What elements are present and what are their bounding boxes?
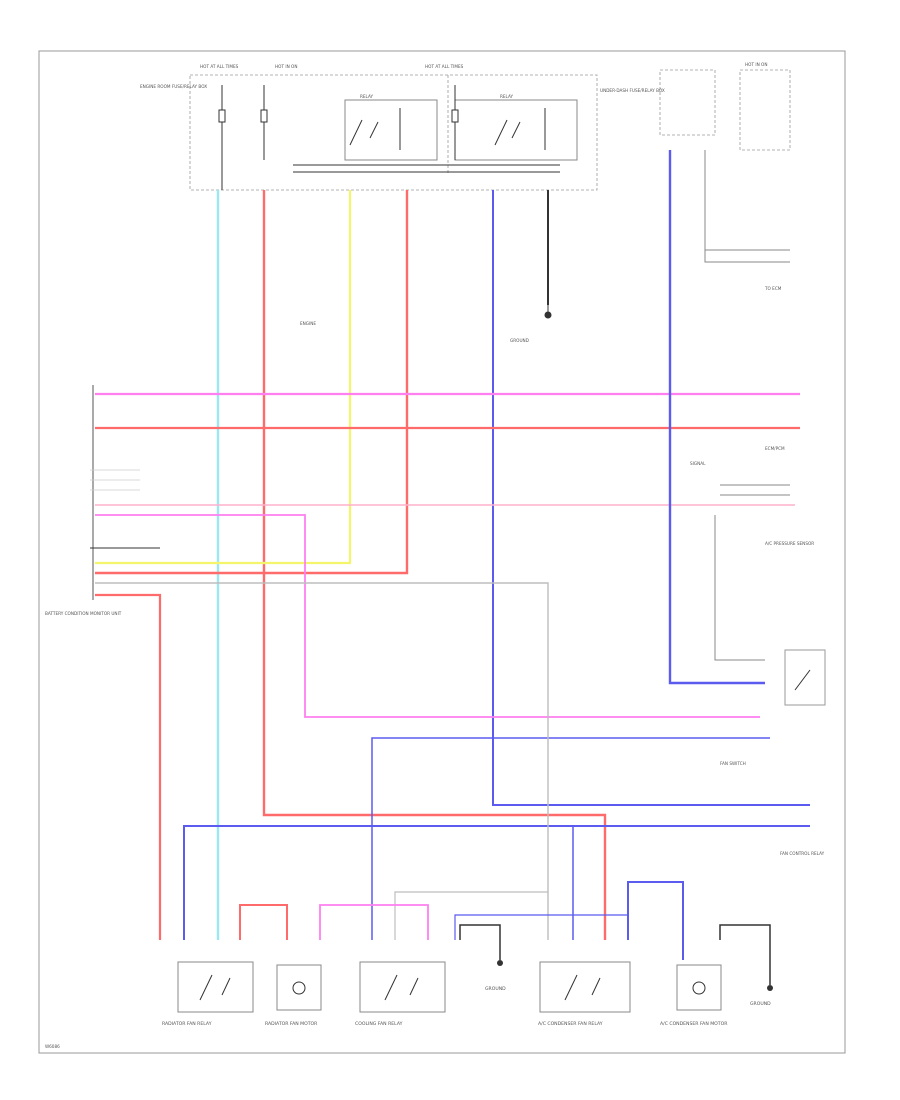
under-dash-label: UNDER-DASH FUSE/RELAY BOX	[600, 88, 665, 93]
relay-right-label: RELAY	[500, 94, 514, 99]
ac-condenser-fan-relay-label: A/C CONDENSER FAN RELAY	[538, 1021, 603, 1027]
fuse1-label: HOT AT ALL TIMES	[200, 64, 239, 69]
left-connector	[90, 385, 160, 600]
radiator-fan-motor	[276, 964, 322, 1011]
bottom-relay-contacts	[199, 974, 706, 1001]
radiator-fan-relay	[177, 961, 254, 1013]
left-connector-title: BATTERY CONDITION MONITOR UNIT	[45, 611, 122, 616]
fuse3-label: HOT AT ALL TIMES	[425, 64, 464, 69]
ac-condenser-fan-motor-label: A/C CONDENSER FAN MOTOR	[660, 1021, 728, 1027]
signal-label: SIGNAL	[690, 461, 706, 466]
relay-contacts-left	[349, 108, 401, 150]
ac-condenser-fan-relay	[539, 961, 631, 1013]
fuse-icons-top	[218, 85, 459, 190]
relay-box-left	[344, 99, 438, 161]
right-fuse-box	[739, 69, 791, 151]
right-fuse-label: HOT IN ON	[745, 62, 767, 67]
fan-ctrl-relay-label: FAN CONTROL RELAY	[780, 851, 825, 856]
ac-pressure-label: A/C PRESSURE SENSOR	[765, 541, 814, 546]
wire-light-pink	[95, 504, 795, 718]
wire-blue-right	[668, 150, 765, 685]
wire-red-bridge	[239, 904, 288, 940]
fuse2-label: HOT IN ON	[275, 64, 297, 69]
cooling-fan-relay-label: COOLING FAN RELAY	[355, 1021, 403, 1027]
wire-gray-right	[704, 150, 790, 661]
wire-blue-bridge	[454, 881, 684, 960]
ground-symbol-3	[767, 985, 773, 991]
to-ecm-label: TO ECM	[764, 286, 782, 291]
ground-label-3: GROUND	[750, 1001, 771, 1007]
ground-symbol-2	[497, 960, 503, 966]
diagram-code: W6086	[45, 1044, 60, 1049]
wire-red-1	[262, 190, 607, 940]
wire-red-2	[95, 190, 409, 575]
radiator-fan-relay-label: RADIATOR FAN RELAY	[162, 1021, 212, 1027]
fan-control-relay	[359, 961, 446, 1013]
radiator-fan-motor-label: RADIATOR FAN MOTOR	[265, 1021, 318, 1027]
relay-left-label: RELAY	[360, 94, 374, 99]
under-dash-fuse-box	[659, 69, 716, 136]
wire-red-left	[95, 593, 162, 940]
diagram-frame	[38, 50, 846, 1054]
ac-condenser-fan-motor	[676, 964, 722, 1011]
fan-switch-label: FAN SWITCH	[720, 761, 746, 766]
ground-symbol-1	[544, 305, 552, 319]
relay-contacts-right	[494, 108, 546, 150]
wire-black-bottom	[459, 924, 771, 985]
fuse-box-label: ENGINE ROOM FUSE/RELAY BOX	[140, 84, 207, 89]
wire-yellow	[95, 190, 352, 565]
engine-room-fuse-box	[189, 74, 598, 191]
ground-label-2: GROUND	[485, 986, 506, 992]
engine-label: ENGINE	[300, 321, 316, 326]
ground-label-1: GROUND	[510, 338, 529, 343]
ecm-pcm-label: ECM/PCM	[765, 446, 785, 451]
wire-pink-bridge	[319, 904, 429, 940]
wire-blue-2	[183, 737, 810, 940]
fan-switch-symbol	[784, 649, 826, 706]
wire-blue-1	[492, 190, 810, 806]
wire-gray	[95, 582, 549, 940]
